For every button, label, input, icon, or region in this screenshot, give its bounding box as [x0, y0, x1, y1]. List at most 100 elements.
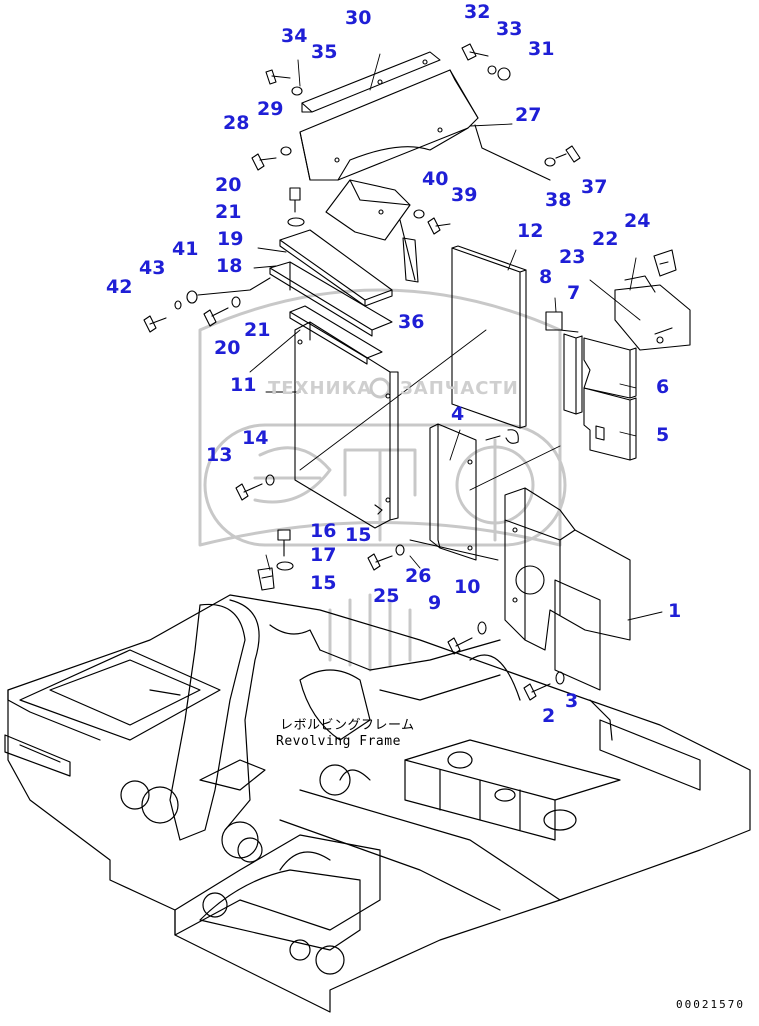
bolt-16: [277, 529, 291, 557]
callout-37[interactable]: 37: [581, 176, 608, 198]
callout-9[interactable]: 9: [428, 592, 442, 614]
callout-29[interactable]: 29: [257, 98, 284, 120]
callout-40[interactable]: 40: [422, 168, 449, 190]
callout-33[interactable]: 33: [496, 18, 523, 40]
washer-14: [265, 474, 275, 486]
callout-39[interactable]: 39: [451, 184, 478, 206]
callout-3[interactable]: 3: [565, 690, 579, 712]
washer-38: [544, 157, 556, 167]
callout-28[interactable]: 28: [223, 112, 250, 134]
callout-31[interactable]: 31: [528, 38, 555, 60]
callout-30[interactable]: 30: [345, 7, 372, 29]
nut-31: [497, 67, 511, 81]
part-36-angle: [289, 305, 383, 365]
callout-12[interactable]: 12: [517, 220, 544, 242]
callout-43[interactable]: 43: [139, 257, 166, 279]
washer-3: [555, 671, 565, 685]
callout-13[interactable]: 13: [206, 444, 233, 466]
bracket-cover: [325, 179, 419, 283]
callout-20-lower[interactable]: 20: [214, 337, 241, 359]
callout-5[interactable]: 5: [656, 424, 670, 446]
watermark-logo: [198, 288, 567, 672]
callout-27[interactable]: 27: [515, 104, 542, 126]
callout-20-top[interactable]: 20: [215, 174, 242, 196]
washer-33: [487, 65, 497, 75]
callout-7[interactable]: 7: [567, 282, 581, 304]
bolt-2: [523, 683, 551, 701]
callout-15-upper[interactable]: 15: [345, 524, 372, 546]
bolt-13: [235, 483, 263, 501]
part-18-angle: [269, 261, 393, 337]
part-8-block: [545, 311, 563, 331]
callout-42[interactable]: 42: [106, 276, 133, 298]
bolt-37: [555, 145, 581, 163]
bolt-34: [265, 69, 291, 85]
callout-35[interactable]: 35: [311, 41, 338, 63]
callout-4[interactable]: 4: [451, 403, 465, 425]
callout-18[interactable]: 18: [216, 255, 243, 277]
washer-26: [395, 544, 405, 556]
callout-11[interactable]: 11: [230, 374, 257, 396]
bolt-20-top: [289, 187, 301, 213]
bolt-32: [461, 43, 489, 61]
washer-10: [477, 621, 487, 635]
callout-14[interactable]: 14: [242, 427, 269, 449]
part-7-strip: [563, 333, 583, 415]
callout-38[interactable]: 38: [545, 189, 572, 211]
watermark-right-text: ЗАПЧАСТИ: [400, 378, 519, 399]
washer-17: [276, 561, 294, 571]
washer-35: [291, 86, 303, 96]
washer-40: [413, 209, 425, 219]
callout-21-top[interactable]: 21: [215, 201, 242, 223]
part-19-plate: [279, 229, 393, 307]
revolving-frame: [4, 594, 751, 1013]
clip-15-lower: [257, 567, 275, 591]
callout-24[interactable]: 24: [624, 210, 651, 232]
washer-29: [280, 146, 292, 156]
bolt-9: [447, 637, 473, 655]
part-27-shield-plate: [299, 69, 551, 181]
part-11-panel: [294, 321, 399, 529]
leader-lines: [249, 53, 663, 621]
callout-19[interactable]: 19: [217, 228, 244, 250]
part-22-23-bracket: [614, 275, 691, 351]
callout-6[interactable]: 6: [656, 376, 670, 398]
part-24-clip: [653, 249, 677, 277]
part-30-top-plate: [301, 51, 441, 113]
callout-34[interactable]: 34: [281, 25, 308, 47]
bolt-20-lower: [203, 307, 229, 327]
callout-26[interactable]: 26: [405, 565, 432, 587]
callout-2[interactable]: 2: [542, 705, 556, 727]
washer-21-top: [287, 217, 305, 227]
part-12-sponge: [451, 245, 527, 429]
frame-label-japanese: レボルビングフレーム: [280, 718, 415, 733]
callout-15-lower[interactable]: 15: [310, 572, 337, 594]
bolt-28: [251, 153, 277, 171]
callout-41[interactable]: 41: [172, 238, 199, 260]
part-4-panel: [429, 423, 519, 561]
bolt-25: [367, 553, 393, 571]
callout-10[interactable]: 10: [454, 576, 481, 598]
callout-8[interactable]: 8: [539, 266, 553, 288]
bolt-42: [143, 315, 167, 333]
frame-label-english: Revolving Frame: [276, 734, 401, 749]
washer-43: [174, 300, 182, 310]
part-6-sponge: [583, 337, 637, 399]
callout-22[interactable]: 22: [592, 228, 619, 250]
drawing-number: 00021570: [676, 998, 745, 1011]
callout-21-lower[interactable]: 21: [244, 319, 271, 341]
callout-32[interactable]: 32: [464, 1, 491, 23]
callout-17[interactable]: 17: [310, 544, 337, 566]
part-1-bracket: [504, 487, 631, 691]
washer-41: [186, 290, 198, 304]
callout-25[interactable]: 25: [373, 585, 400, 607]
watermark-left-text: ТЕХНИКА: [268, 378, 373, 399]
callout-1[interactable]: 1: [668, 600, 682, 622]
callout-23[interactable]: 23: [559, 246, 586, 268]
callout-36[interactable]: 36: [398, 311, 425, 333]
callout-16[interactable]: 16: [310, 520, 337, 542]
bolt-39: [427, 217, 451, 235]
part-5-sponge: [583, 387, 637, 461]
